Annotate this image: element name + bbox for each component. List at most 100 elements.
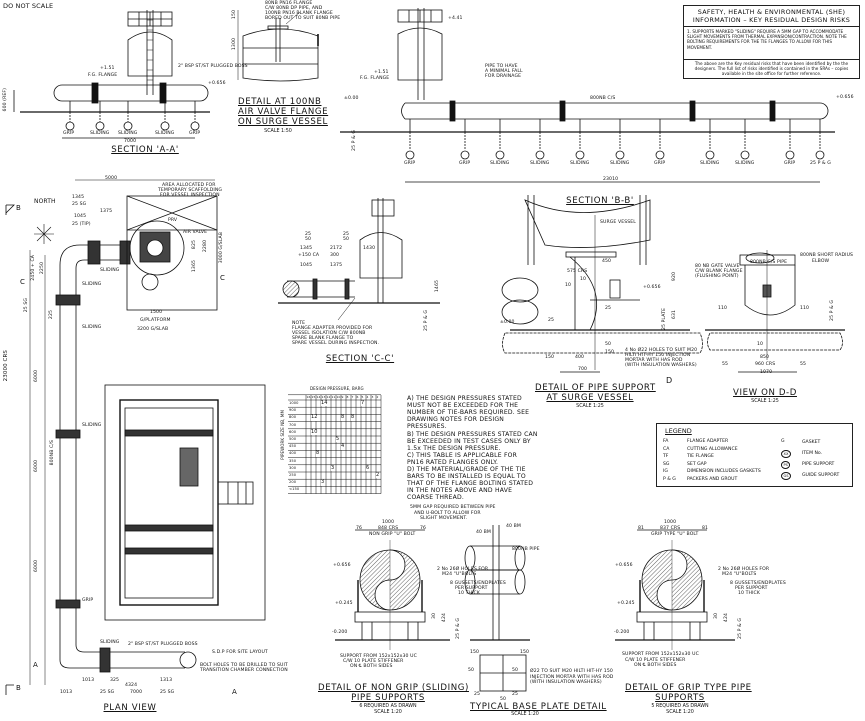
do-not-scale-label: DO NOT SCALE [3,2,54,10]
pressure-header: 12 [326,395,331,399]
dim: 575 CRS [567,269,588,274]
callout-line: HILTI HIT-HY 150 INJECTION [625,353,691,358]
pressure-header: 4 [366,395,369,399]
non-grip-support-drawing [335,529,450,650]
detail-annotation: 25 P & G [456,618,461,639]
air-valve-title: ON SURGE VESSEL [238,117,328,127]
prv-label: PRV [168,218,178,223]
north-label: NORTH [34,198,56,205]
legend-description: PIPE SUPPORT [802,462,835,467]
design-note-line: PRESSURES. [407,423,447,431]
cc-note: NOTE [292,321,306,326]
dim: 150 [232,10,237,20]
tie-bar-count: 4 [341,443,345,450]
pressure-header: 7 [351,395,354,399]
detail-annotation: 424 [442,613,447,623]
support-type: GRIP [82,598,94,603]
detail-annotation: -0.200 [614,630,630,635]
support-type: GRIP [654,161,666,166]
scaffold-note: AREA ALLOCATED FOR [162,183,216,188]
support-type: SLIDING [82,423,102,428]
detail-annotation: SUPPORT FROM 152x152x30 UC [622,652,699,657]
legend-code: TF [663,454,669,459]
dim: 400 [575,355,585,360]
tie-bar-count: 3 [321,479,325,486]
callout-line: (WITH INSULATION WASHERS) [625,363,697,368]
detail-annotation: 848 CRS [378,526,399,531]
elevation-label: +0.656 [643,285,661,290]
detail-annotation: 30 [432,613,437,620]
legend-symbol-icon: GS [781,472,792,480]
dim: 1375 [330,263,343,268]
dim: 225 [49,310,54,320]
dim: 2450 + CA [31,255,36,281]
dim: 1465 [435,280,440,293]
surge-vessel-label: SURGE VESSEL [600,220,636,225]
dim: 23000 CRS [3,350,9,382]
pressure-header: 6 [356,395,359,399]
air-valve-title: DETAIL AT 100NB [238,97,322,107]
support-type: GRIP [63,131,75,136]
size-row-label: 350 [289,458,297,463]
fg-flange-label: F.G. FLANGE [360,76,390,81]
legend-description: GASKET [802,440,821,445]
section-marker-b: B [16,204,21,212]
tie-bar-count: 12 [311,414,318,421]
design-note-line: D) THE MATERIAL/GRADE OF THE TIE [407,466,526,473]
boss-label: 2" BSP ST/ST PLUGGED BOSS [128,642,198,647]
tie-bar-count: 5 [336,436,340,443]
detail-annotation: 40 BM [476,530,491,535]
dim: 10 [580,277,587,282]
detail-annotation: NON GRIP "U" BOLT [369,532,416,537]
size-row-label: 450 [289,444,297,449]
tie-bar-count: 14 [321,400,328,407]
dim: 2280 [203,240,208,253]
section-marker-d: D [666,376,673,385]
scale-label: SCALE 1:25 [576,404,604,409]
dim: 10 [565,283,572,288]
section-bb-drawing [340,8,835,183]
legend-description: SET GAP [687,461,707,467]
detail-annotation: SUPPORT FROM 152x152x30 UC [340,654,417,659]
air-valve-title: AIR VALVE FLANGE [238,107,329,117]
detail-annotation: 2 No 26Ø HOLES FOR [437,567,489,572]
she-title: INFORMATION – KEY RESIDUAL DESIGN RISKS [692,16,851,24]
callout-line: C/W 80NB DP PIPE, AND [265,6,323,11]
detail-annotation: 1000 [382,520,395,525]
detail-annotation: 424 [724,613,729,623]
dim: 55 [800,362,807,367]
detail-annotation: 150 [520,650,530,655]
detail-annotation: Ø22 TO SUIT M20 HILTI HIT-HY 150 [530,669,613,674]
support-type: GRIP [784,161,796,166]
support-type: SLIDING [82,325,102,330]
design-note-line: C) THIS TABLE IS APPLICABLE FOR [407,451,518,459]
base-plate-title: TYPICAL BASE PLATE DETAIL [470,702,607,712]
detail-annotation: 25 [512,692,519,697]
fall-note: FOR DRAINAGE [485,74,522,79]
detail-annotation: ON ℄ BOTH SIDES [634,663,677,668]
dim: 1013 [60,690,73,695]
bolt-holes-note: BOLT HOLES TO BE DRILLED TO SUIT TRANSIT… [200,663,288,674]
detail-annotation: 2 No 26Ø HOLES FOR [718,567,770,572]
detail-annotation: 25 [474,692,481,697]
detail-annotation: ON ℄ BOTH SIDES [350,664,393,669]
dim: 25 [548,318,555,323]
detail-annotation: 8 GUSSETS/ENDPLATES [450,581,506,586]
support-type: SLIDING [100,268,120,273]
dim: 50 [605,342,612,347]
detail-annotation: M24 "U"BOLTS [722,572,757,577]
dim: 2172 [330,246,343,251]
pressure-header: 11 [331,395,336,399]
boss-label: 2" BSP ST/ST PLUGGED BOSS [178,64,248,69]
detail-annotation: 76 [420,526,427,531]
dim: 1345 [72,195,85,200]
support-type: SLIDING [155,131,175,136]
dim: 1313 [160,678,173,683]
detail-annotation: 10 THICK [738,591,760,596]
detail-annotation: (WITH INSULATION WASHERS) [530,680,602,685]
design-note-line: IN THE NOTES ABOVE AND HAVE [407,487,513,495]
pressure-table-axis: PIPEWORK SIZE NB, MM [280,410,285,460]
design-note-line: MUST NOT BE EXCEEDED FOR THE [407,402,519,410]
support-type: SLIDING [570,161,590,166]
support-type: SLIDING [100,640,120,645]
